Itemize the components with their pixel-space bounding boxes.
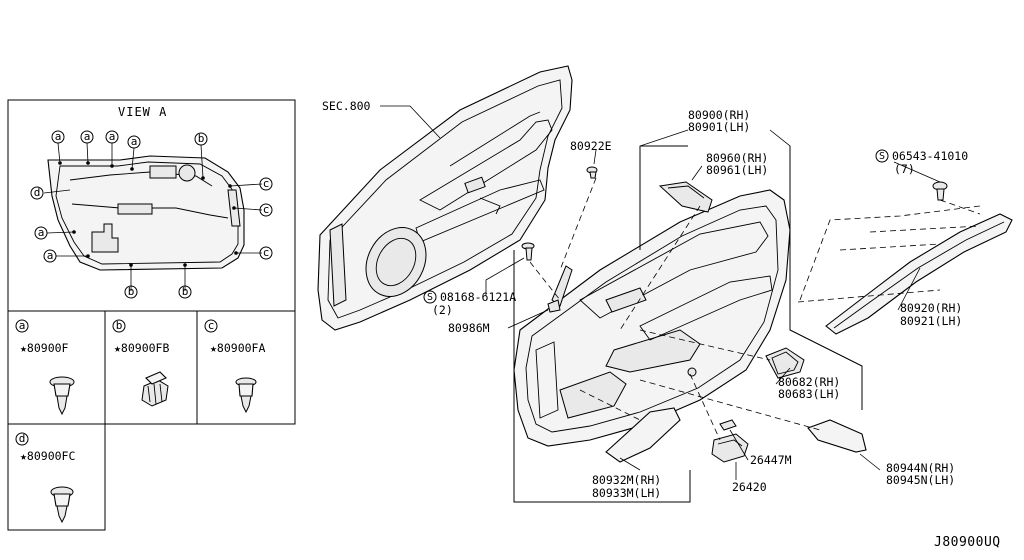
lamp-26420 [711,433,749,463]
diagram-code: J80900UQ [934,535,1001,550]
bubble-a: a [109,130,116,143]
door-moulding [825,213,1013,335]
clip-c-icon [235,377,257,414]
label-80683-lh: 80683(LH) [778,387,840,401]
bulb-26447m [719,419,737,431]
clip-d-icon [50,486,74,524]
bubble-b: b [182,285,189,298]
legend-letter-a: a [19,319,26,332]
label-26420: 26420 [732,480,767,494]
clip-part-d: ★80900FC [20,449,75,463]
bubble-d: d [34,186,41,199]
label-screw-06543: S 06543-41010 (7) [875,149,968,176]
label-80920-rh: 80920(RH) [900,301,962,315]
screw-symbol: S [427,292,433,303]
legend-letter-b: b [116,319,123,332]
view-a-clip-callouts: a a a a b d a a b b c c c [30,130,273,299]
label-80682-rh: 80682(RH) [778,375,840,389]
label-26447m: 26447M [750,453,792,467]
label-06543-41010: 06543-41010 [892,149,968,163]
label-80933m-lh: 80933M(LH) [592,486,661,500]
screw-symbol: S [879,151,885,162]
bubble-b: b [128,285,135,298]
view-a-title: VIEW A [118,105,167,119]
label-08168-6121a: 08168-6121A [440,290,516,304]
bracket-80960 [658,181,713,213]
label-80944n-rh: 80944N(RH) [886,461,955,475]
bubble-b: b [198,132,205,145]
label-80945n-lh: 80945N(LH) [886,473,955,487]
clip-b-icon [141,371,169,407]
bubble-a: a [38,226,45,239]
door-trim-panel [513,189,791,447]
label-sec-800: SEC.800 [322,99,371,113]
clip-a-icon [49,376,75,416]
pocket-80932m [605,407,681,463]
handle-escutcheon-80682 [765,347,805,379]
label-80900-rh: 80900(RH) [688,108,750,122]
bubble-a: a [55,130,62,143]
bubble-c: c [263,246,270,259]
legend-letter-d: d [19,432,26,445]
label-80922e: 80922E [570,139,612,153]
label-80961-lh: 80961(LH) [706,163,768,177]
bubble-a: a [47,249,54,262]
bubble-a: a [131,135,138,148]
bubble-a: a [84,130,91,143]
label-06543-qty: (7) [894,162,915,176]
bubble-c: c [263,177,270,190]
label-80986m: 80986M [448,321,490,335]
screw-80922e [586,166,598,179]
clip-part-c: ★80900FA [210,341,265,355]
label-screw-08168: S 08168-6121A (2) [423,290,516,317]
view-a-panel: VIEW A [7,99,296,312]
legend-letter-c: c [208,319,215,332]
clip-legend: a b c d ★80900F ★80900FB ★80900FA ★80900… [7,310,296,531]
screw-06543 [932,181,948,201]
part-labels: SEC.800 80922E 80900(RH) 80901(LH) 80960… [322,99,1001,550]
label-08168-qty: (2) [432,303,453,317]
trim-assembly-bracket [513,145,863,503]
clip-part-a: ★80900F [20,341,69,355]
door-inner-panel [317,65,573,331]
screw-08168 [521,242,535,261]
label-80921-lh: 80921(LH) [900,314,962,328]
bubble-c: c [263,203,270,216]
label-80960-rh: 80960(RH) [706,151,768,165]
clip-part-b: ★80900FB [114,341,169,355]
label-80901-lh: 80901(LH) [688,120,750,134]
armrest-pad-80944n [807,419,867,453]
label-80932m-rh: 80932M(RH) [592,473,661,487]
